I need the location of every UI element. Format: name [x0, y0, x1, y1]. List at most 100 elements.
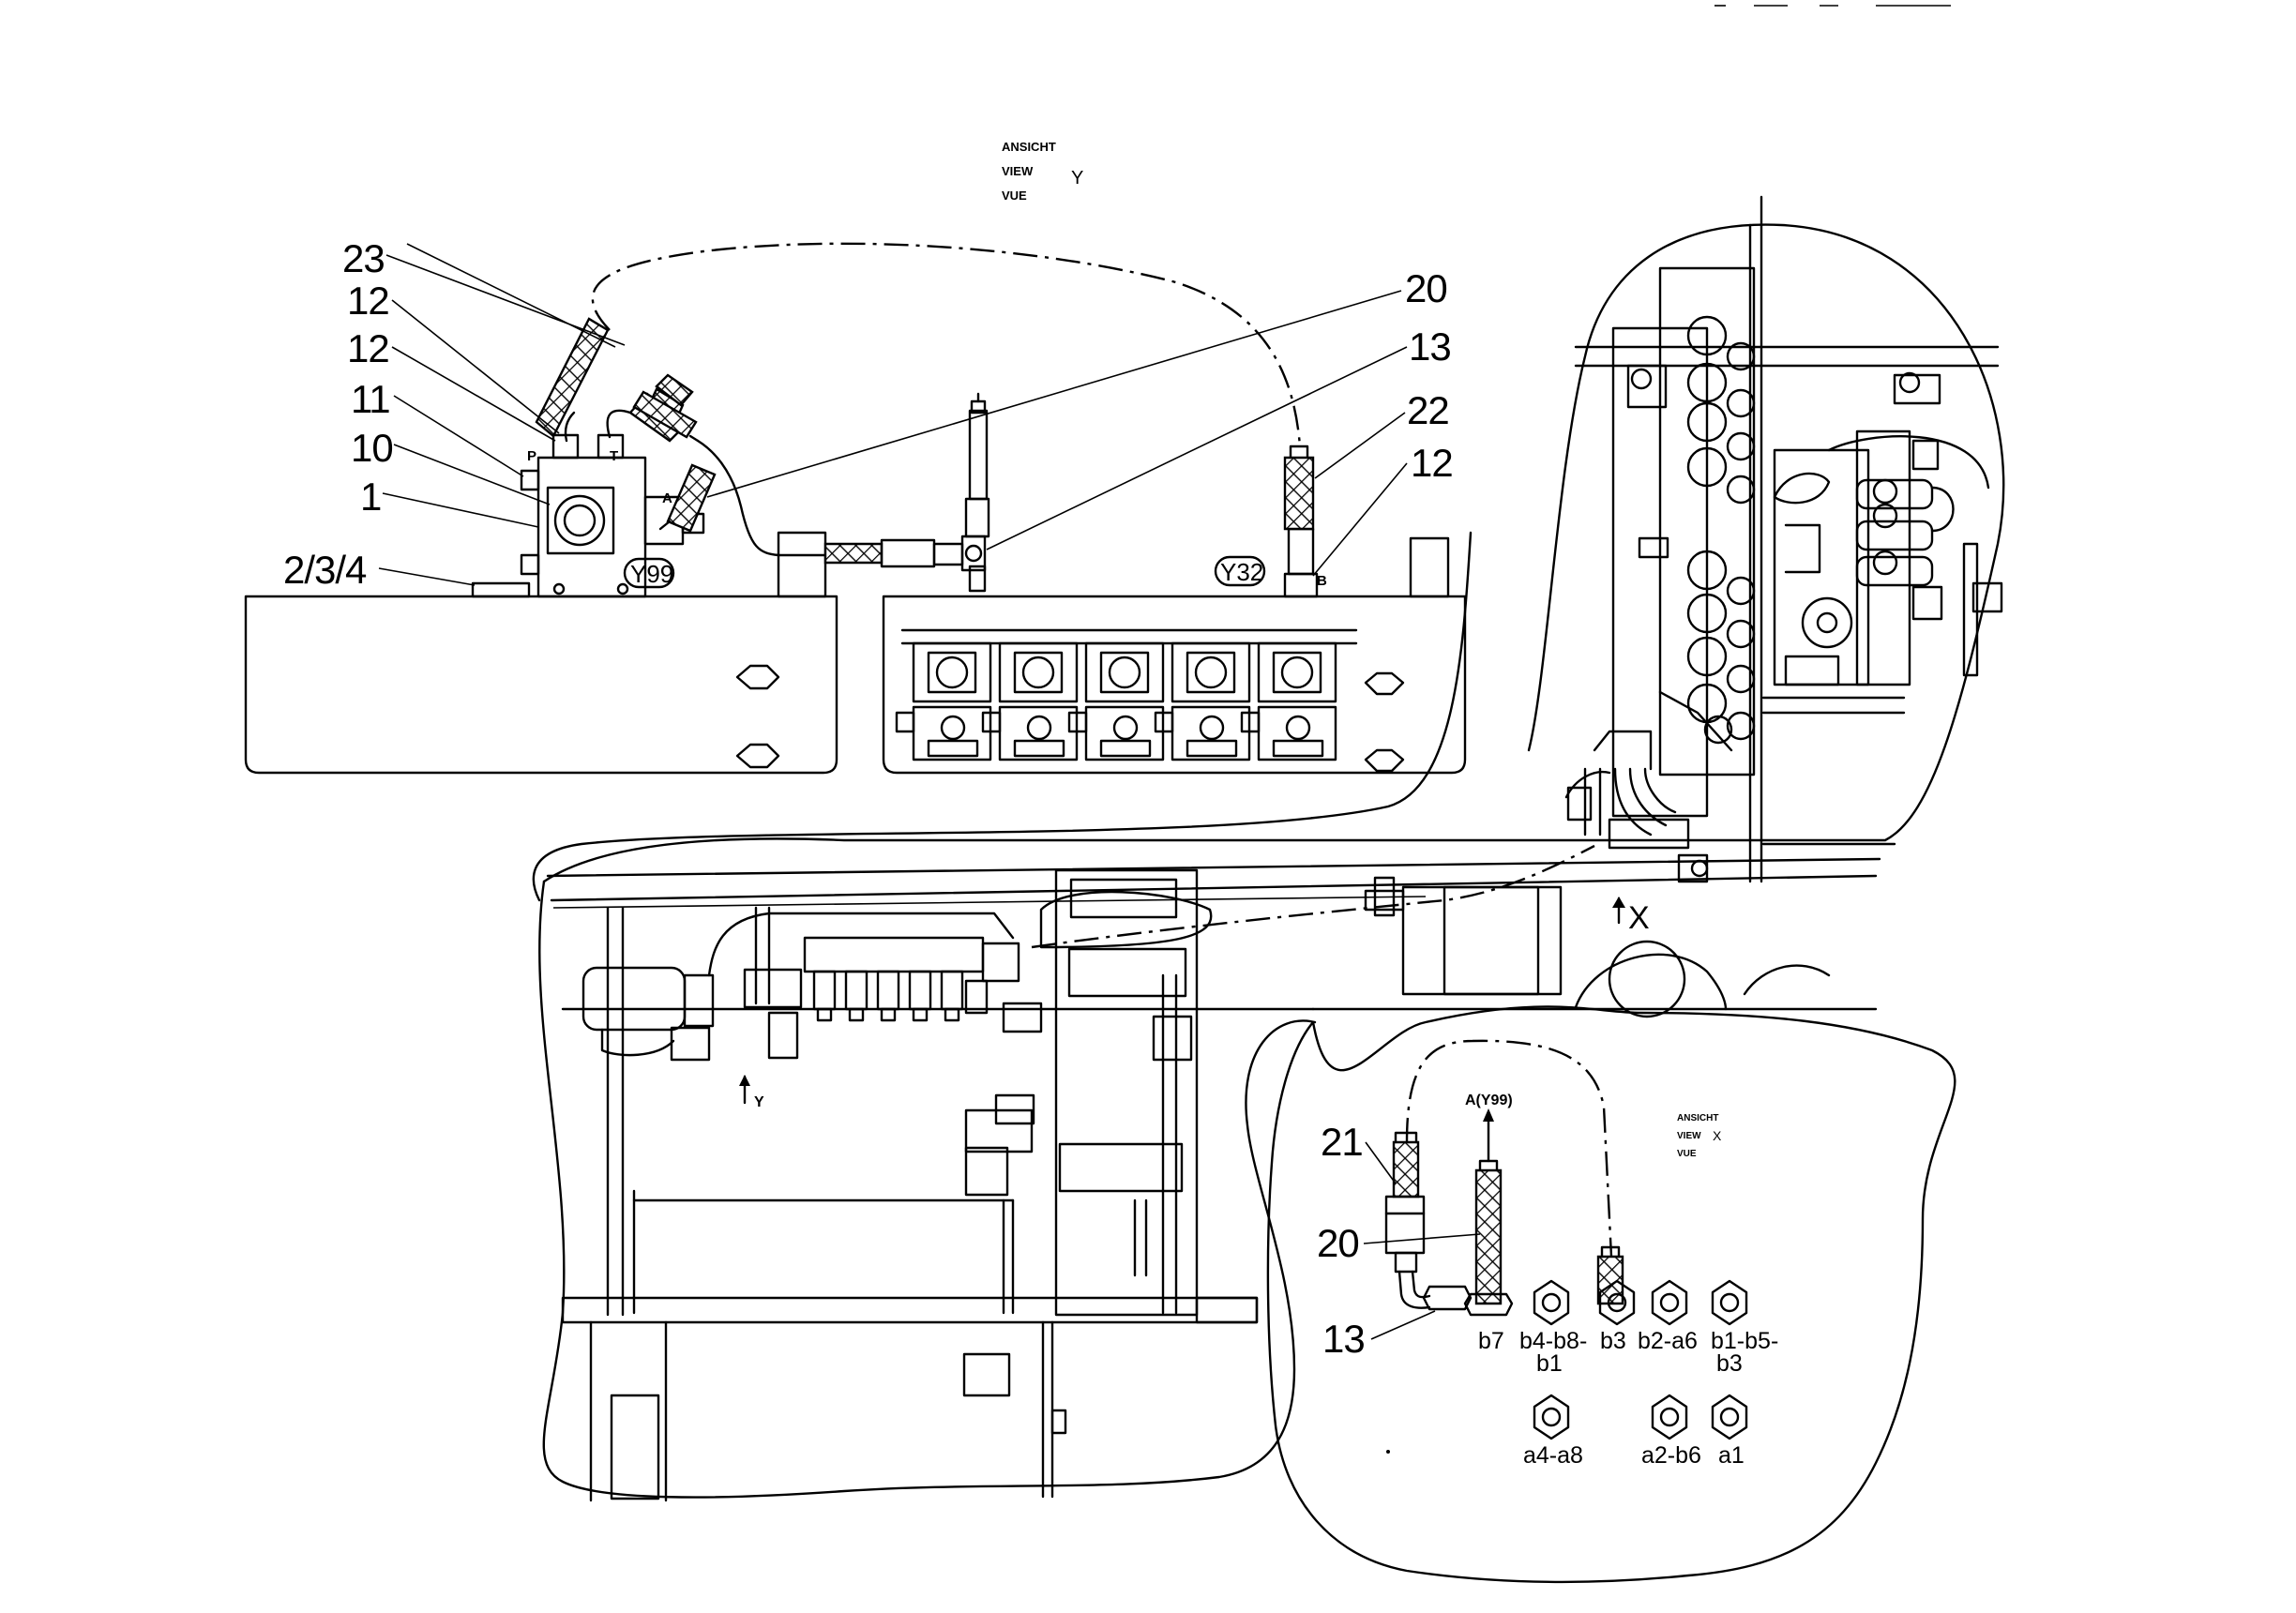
route-line-main: [1031, 844, 1595, 949]
callout-20b: 20: [1317, 1221, 1359, 1265]
view-arrow-y: Y: [739, 1075, 764, 1110]
nut-label-b1: b1: [1536, 1350, 1563, 1377]
mini-valve: [940, 970, 964, 1022]
view-arrow-x: X: [1612, 897, 1650, 936]
mini-valve: [908, 970, 932, 1022]
nut-label-b3b: b3: [1716, 1350, 1743, 1377]
view-y-ansicht: ANSICHT: [1002, 140, 1056, 154]
callouts-left: 23 12 12 11 10 1 2/3/4: [283, 236, 626, 592]
view-x-view: VIEW: [1677, 1131, 1701, 1141]
manifold-valve: [895, 641, 992, 761]
nut: [1598, 1279, 1636, 1326]
view-x-callouts: 21 20 13: [1317, 1120, 1481, 1361]
callout-12a: 12: [347, 279, 389, 323]
callout-2-3-4: 2/3/4: [283, 548, 367, 592]
view-y-vue: VUE: [1002, 188, 1027, 203]
nut-row-bottom: a4-a8 a2-b6 a1: [1523, 1394, 1748, 1469]
mini-valve: [844, 970, 869, 1022]
main-break-outline: [542, 223, 2005, 883]
tag-y32: Y32: [1214, 555, 1266, 587]
hose-20-a-y99: A(Y99): [1463, 1093, 1514, 1317]
svg-text:Y32: Y32: [1220, 558, 1263, 586]
mini-valve: [812, 970, 837, 1022]
motor-block: [589, 1320, 1067, 1502]
view-y-letter: Y: [1071, 168, 1083, 188]
nut-label-b2-a6: b2-a6: [1638, 1328, 1698, 1354]
nut-label-a1: a1: [1718, 1442, 1745, 1469]
mini-valve: [876, 970, 900, 1022]
hose-b3: [1596, 1245, 1624, 1305]
pipe-assembly: [777, 392, 990, 598]
nut-label-b3: b3: [1600, 1328, 1626, 1354]
nut: [1711, 1279, 1748, 1326]
manifold-valve: [1240, 641, 1337, 761]
callout-21: 21: [1321, 1120, 1363, 1164]
view-x-ansicht: ANSICHT: [1677, 1113, 1718, 1123]
port-p: P: [527, 448, 536, 464]
callout-12c: 12: [1411, 441, 1453, 485]
nut: [1651, 1279, 1688, 1326]
nut: [1533, 1394, 1570, 1440]
manifold-valve-row: [895, 628, 1358, 761]
port-b: B: [1317, 573, 1327, 589]
valve-y99-assembly: [471, 317, 780, 598]
nut-label-a2-b6: a2-b6: [1641, 1442, 1701, 1469]
view-y-detail: ANSICHT VIEW VUE Y: [244, 140, 1473, 902]
callout-13b: 13: [1322, 1317, 1365, 1361]
right-manifold-plate: [882, 595, 1467, 775]
hose-bundle: [1564, 690, 1733, 883]
nut-label-b4-b8: b4-b8-: [1519, 1328, 1587, 1354]
nut-row-top: b7 b4-b8- b1 b3 b2-a6 b1-b5- b3: [1478, 1279, 1778, 1377]
view-x-note: ANSICHT VIEW VUE X: [1677, 1113, 1722, 1159]
nut: [1711, 1394, 1748, 1440]
nut-label-b1-b5: b1-b5-: [1711, 1328, 1778, 1354]
hose-21: [1384, 1131, 1473, 1311]
manifold-valve: [1067, 641, 1165, 761]
callout-10: 10: [351, 426, 393, 470]
base-bar: [561, 1296, 1259, 1324]
nut: [1533, 1279, 1570, 1326]
callout-13: 13: [1409, 324, 1451, 369]
manifold-hex-nuts: [1364, 671, 1405, 773]
svg-text:Y99: Y99: [630, 560, 673, 588]
manifold-valve: [981, 641, 1079, 761]
hose-22: B: [1283, 445, 1327, 598]
callouts-right: 20 13 22 12: [706, 266, 1454, 577]
machine-right-detail: [1564, 195, 2003, 883]
hose-label-a-y99: A(Y99): [1465, 1093, 1513, 1108]
view-y-boundary: [532, 531, 1473, 902]
arrow-x-label: X: [1628, 900, 1650, 936]
callout-1: 1: [360, 475, 381, 519]
view-x-hose-route: [1405, 1039, 1613, 1258]
port-a: A: [662, 490, 672, 506]
callout-11: 11: [351, 377, 390, 421]
roller-stack: [1611, 266, 1756, 818]
hose-route-line: [591, 242, 1302, 447]
nut-label-b7: b7: [1478, 1328, 1504, 1354]
view-y-note: ANSICHT VIEW VUE Y: [1002, 140, 1083, 203]
view-x-vue: VUE: [1677, 1149, 1697, 1159]
callout-12b: 12: [347, 326, 389, 370]
plate-hex-nut: [735, 664, 780, 769]
callout-23: 23: [342, 236, 385, 280]
nut: [1651, 1394, 1688, 1440]
manifold-valve: [1154, 641, 1251, 761]
nut-label-a4-a8: a4-a8: [1523, 1442, 1583, 1469]
machine-valve-bank: [582, 912, 1043, 1197]
tag-y99: Y99: [623, 557, 675, 589]
machine-main-view: X Y: [538, 223, 2005, 1502]
view-x-boundary: [1266, 1005, 1956, 1584]
left-frame: [606, 906, 1015, 1317]
right-valve-group: [1773, 371, 2003, 686]
callout-20: 20: [1405, 266, 1447, 310]
callout-22: 22: [1407, 388, 1449, 432]
view-y-view: VIEW: [1002, 164, 1034, 178]
right-lower-frame: [1364, 876, 1831, 1018]
left-mounting-plate: [244, 595, 838, 775]
central-column: [1039, 868, 1213, 1317]
view-x-letter: X: [1713, 1128, 1722, 1143]
port-t: T: [610, 448, 618, 464]
arrow-y-label: Y: [754, 1094, 764, 1110]
dot-mark: [1386, 1450, 1390, 1454]
